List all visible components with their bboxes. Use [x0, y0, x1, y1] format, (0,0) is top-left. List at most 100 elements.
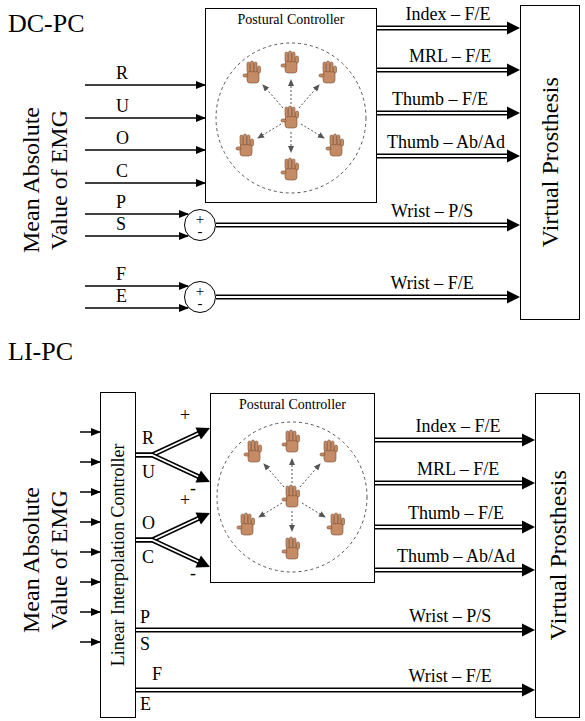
line-outer [136, 688, 525, 693]
arrow-head [522, 624, 535, 637]
emg-input-wires [80, 432, 100, 642]
arrow-head [522, 564, 535, 577]
summing-junction: +- [184, 209, 216, 241]
arrow-head [195, 428, 210, 440]
arrow-head [522, 477, 535, 490]
line-outer [377, 26, 510, 31]
line-outer [377, 111, 510, 116]
sign-text: - [198, 297, 203, 309]
dof-label: Thumb – Ab/Ad [387, 132, 505, 152]
dof-label: Thumb – Ab/Ad [397, 546, 515, 566]
sign-label: - [190, 478, 196, 498]
dof-label: MRL – F/E [409, 46, 491, 66]
line-inner [216, 224, 510, 226]
sign-label: + [180, 405, 190, 425]
dof-label: Thumb – F/E [392, 89, 488, 109]
arrow-head [195, 513, 210, 525]
signal-label: O [116, 128, 129, 148]
arrow-head [195, 556, 210, 568]
line-inner [375, 526, 525, 528]
controller-box: Postural Controller [205, 8, 377, 203]
signal-label: E [116, 286, 127, 306]
line-outer [375, 438, 525, 443]
signal-label: U [116, 96, 129, 116]
block-label: Virtual Prosthesis [537, 78, 563, 248]
dof-label: Thumb – F/E [408, 503, 504, 523]
line-inner [375, 569, 525, 571]
block-box: Linear Interpolation Controller [100, 392, 136, 718]
sign-text: - [198, 225, 203, 237]
arrow-head [507, 219, 520, 232]
line-outer [216, 295, 510, 300]
line-inner [377, 69, 510, 71]
axis-label: Mean Absolute Value of EMG [17, 85, 73, 275]
line-outer [375, 568, 525, 573]
line-inner [377, 27, 510, 29]
signal-label: F [116, 264, 126, 284]
block-label: Postural Controller [211, 397, 374, 413]
line-outer [375, 481, 525, 486]
double-arrow [136, 455, 210, 482]
dof-label: Wrist – F/E [409, 666, 492, 686]
line-inner [216, 296, 510, 298]
signal-label: S [116, 214, 126, 234]
signal-label: P [116, 192, 126, 212]
line-inner [375, 439, 525, 441]
sign-label: - [190, 563, 196, 583]
arrow-head [507, 291, 520, 304]
line-outer [216, 223, 510, 228]
signal-label: P [140, 607, 150, 627]
dof-label: Index – F/E [416, 416, 501, 436]
sign-text: + [196, 213, 204, 225]
panel-title: DC-PC [8, 14, 85, 34]
block-box: Virtual Prosthesis [535, 393, 580, 718]
dof-label: Wrist – F/E [391, 273, 474, 293]
double-arrow [216, 219, 520, 232]
dof-label: Wrist – P/S [391, 201, 473, 221]
signal-label: E [140, 694, 151, 714]
arrow-head [507, 64, 520, 77]
posture-illustration [217, 422, 367, 572]
controller-box: Postural Controller [210, 393, 375, 583]
sign-text: + [196, 285, 204, 297]
axis-label: Mean Absolute Value of EMG [17, 465, 73, 655]
arrow-head [507, 22, 520, 35]
signal-label: C [142, 547, 154, 567]
posture-illustration [216, 43, 366, 193]
line-outer [377, 68, 510, 73]
signal-label: O [142, 513, 155, 533]
line-inner [375, 482, 525, 484]
summing-junction: +- [184, 281, 216, 313]
block-label: Virtual Prosthesis [544, 471, 570, 641]
double-arrow [136, 540, 210, 567]
emg-input-wires [85, 85, 205, 308]
line-outer [136, 628, 525, 633]
double-arrow [136, 428, 210, 455]
double-arrow [216, 291, 520, 304]
signal-label: R [116, 63, 128, 83]
dof-label: MRL – F/E [417, 459, 499, 479]
dof-label: Index – F/E [406, 4, 491, 24]
block-box: Virtual Prosthesis [520, 5, 580, 320]
line-inner [377, 112, 510, 114]
line-inner [136, 629, 525, 631]
signal-label: R [142, 428, 154, 448]
line-inner [136, 689, 525, 691]
signal-label: U [142, 462, 155, 482]
signal-label: C [116, 161, 128, 181]
block-label: Linear Interpolation Controller [108, 444, 128, 667]
arrow-head [522, 684, 535, 697]
line-outer [375, 525, 525, 530]
arrow-head [507, 150, 520, 163]
dof-label: Wrist – P/S [409, 606, 491, 626]
arrow-head [522, 521, 535, 534]
signal-label: S [140, 634, 150, 654]
block-label: Postural Controller [206, 12, 376, 28]
signal-label: F [152, 664, 162, 684]
sign-label: + [180, 490, 190, 510]
arrow-head [522, 434, 535, 447]
panel-title: LI-PC [8, 342, 73, 362]
